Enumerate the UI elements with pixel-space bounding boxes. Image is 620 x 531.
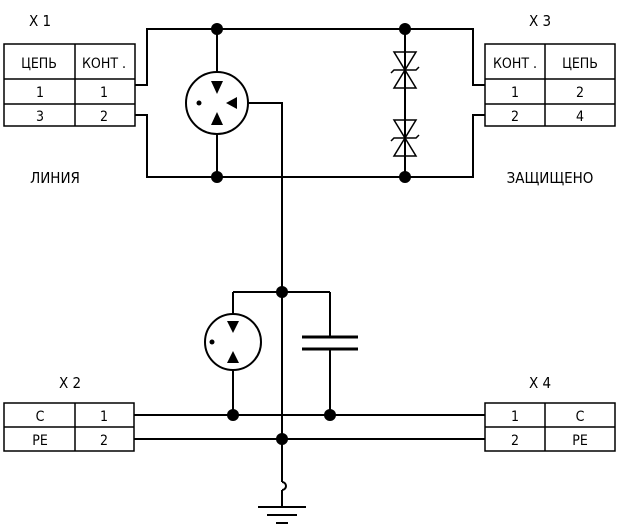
connector-x1: X 1 ЦЕПЬ КОНТ . 1 1 3 2: [3, 12, 136, 127]
connector-x3: X 3 КОНТ . ЦЕПЬ 1 2 2 4: [484, 12, 616, 127]
connector-x4-title: X 4: [529, 374, 551, 392]
connector-x2-cell: PE: [32, 433, 48, 449]
gas-arrester-upper: [185, 71, 249, 135]
connector-x3-header-circuit: ЦЕПЬ: [562, 56, 598, 72]
connector-x3-cell: 2: [511, 109, 519, 125]
junction-dot: [227, 409, 239, 421]
ground-symbol: [258, 506, 306, 524]
tvs-diode-1: [390, 51, 420, 89]
connector-x1-header-circuit: ЦЕПЬ: [21, 56, 57, 72]
tvs-diode-stack: [390, 51, 420, 157]
connector-x1-cell: 2: [100, 109, 108, 125]
connector-x3-header-contact: КОНТ .: [493, 56, 537, 72]
connector-x3-title: X 3: [529, 12, 551, 30]
connector-x4-cell: C: [576, 409, 585, 425]
junction-dot: [211, 23, 223, 35]
connector-x2: X 2 C 1 PE 2: [3, 374, 135, 452]
ground-crossover: [281, 481, 287, 491]
junction-dot: [399, 171, 411, 183]
connector-x2-cell: C: [36, 409, 45, 425]
arrester-lower-body: [204, 313, 262, 371]
connector-x1-header-contact: КОНТ .: [82, 56, 126, 72]
protected-side-label: ЗАЩИЩЕНО: [507, 169, 594, 187]
connector-x1-cell: 1: [100, 85, 108, 101]
connector-x4-cell: PE: [572, 433, 588, 449]
junction-dot: [399, 23, 411, 35]
connector-x3-cell: 1: [511, 85, 519, 101]
connector-x1-cell: 3: [36, 109, 44, 125]
junction-dots: [211, 23, 411, 445]
gas-arrester-lower: [204, 313, 262, 371]
connector-x2-cell: 2: [100, 433, 108, 449]
junction-dot: [276, 286, 288, 298]
arrester-upper-electrode-top: [211, 81, 223, 94]
connector-x3-cell: 4: [576, 109, 584, 125]
arrester-upper-electrode-side: [226, 97, 237, 109]
connector-x2-cell: 1: [100, 409, 108, 425]
upper-wiring: [135, 28, 485, 292]
connector-x3-cell: 2: [576, 85, 584, 101]
lower-wiring: [134, 291, 485, 506]
bottom-rail-wire: [135, 114, 485, 178]
junction-dot: [276, 433, 288, 445]
connector-x4-cell: 1: [511, 409, 519, 425]
top-rail-wire: [135, 28, 485, 86]
tvs-diode-2: [390, 119, 420, 157]
junction-dot: [324, 409, 336, 421]
connector-x1-cell: 1: [36, 85, 44, 101]
connector-x4-cell: 2: [511, 433, 519, 449]
arrester-upper-body: [185, 71, 249, 135]
arrester-upper-electrode-bottom: [211, 112, 223, 125]
junction-dot: [211, 171, 223, 183]
connector-x4: X 4 1 C 2 PE: [484, 374, 616, 452]
connector-x1-title: X 1: [29, 12, 51, 30]
line-side-label: ЛИНИЯ: [30, 169, 80, 187]
capacitor: [302, 335, 358, 351]
connector-x2-title: X 2: [59, 374, 81, 392]
